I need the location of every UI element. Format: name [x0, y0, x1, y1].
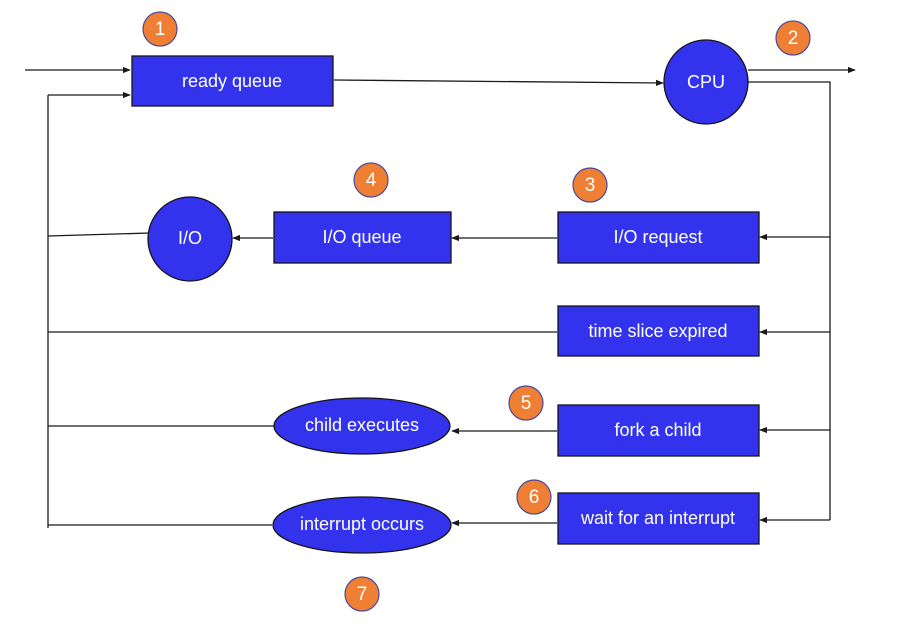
step-badge-7-text: 7: [357, 584, 368, 605]
time-slice-label: time slice expired: [588, 321, 727, 341]
step-badge-6: 6: [516, 479, 552, 515]
fork-child-box: fork a child: [557, 404, 760, 457]
step-badge-1: 1: [142, 11, 178, 47]
interrupt-occurs-label: interrupt occurs: [300, 514, 424, 534]
io-label: I/O: [178, 228, 202, 248]
step-badge-2: 2: [775, 20, 811, 56]
step-badge-1-text: 1: [155, 19, 166, 40]
fork-child-label: fork a child: [614, 420, 701, 440]
interrupt-occurs-ellipse: interrupt occurs: [272, 496, 452, 554]
child-executes-ellipse: child executes: [273, 397, 451, 455]
io-queue-label: I/O queue: [322, 227, 401, 247]
ready-queue-box: ready queue: [131, 55, 334, 107]
io-queue-box: I/O queue: [273, 211, 452, 264]
step-badge-4-text: 4: [366, 170, 377, 191]
wait-interrupt-box: wait for an interrupt: [557, 492, 760, 545]
step-badge-3-text: 3: [585, 175, 596, 196]
child-executes-label: child executes: [305, 415, 419, 435]
cpu-to-bus-line: [748, 81, 831, 520]
step-badge-5: 5: [508, 385, 544, 421]
step-badge-3: 3: [572, 167, 608, 203]
io-request-box: I/O request: [557, 211, 760, 264]
step-badge-6-text: 6: [529, 487, 540, 508]
io-request-label: I/O request: [613, 227, 702, 247]
wait-interrupt-label: wait for an interrupt: [580, 508, 735, 528]
connectors: [25, 66, 856, 528]
step-badge-5-text: 5: [521, 393, 532, 414]
step-badge-4: 4: [353, 162, 389, 198]
cpu-circle: CPU: [663, 39, 749, 125]
ready-to-cpu-arrow: [333, 79, 664, 87]
time-slice-box: time slice expired: [557, 305, 760, 357]
step-badge-2-text: 2: [788, 28, 799, 49]
step-badge-7: 7: [344, 576, 380, 612]
io-to-left-bus-line: [47, 232, 151, 237]
cpu-label: CPU: [687, 72, 725, 92]
ready-queue-label: ready queue: [182, 71, 282, 91]
io-circle: I/O: [147, 196, 233, 282]
